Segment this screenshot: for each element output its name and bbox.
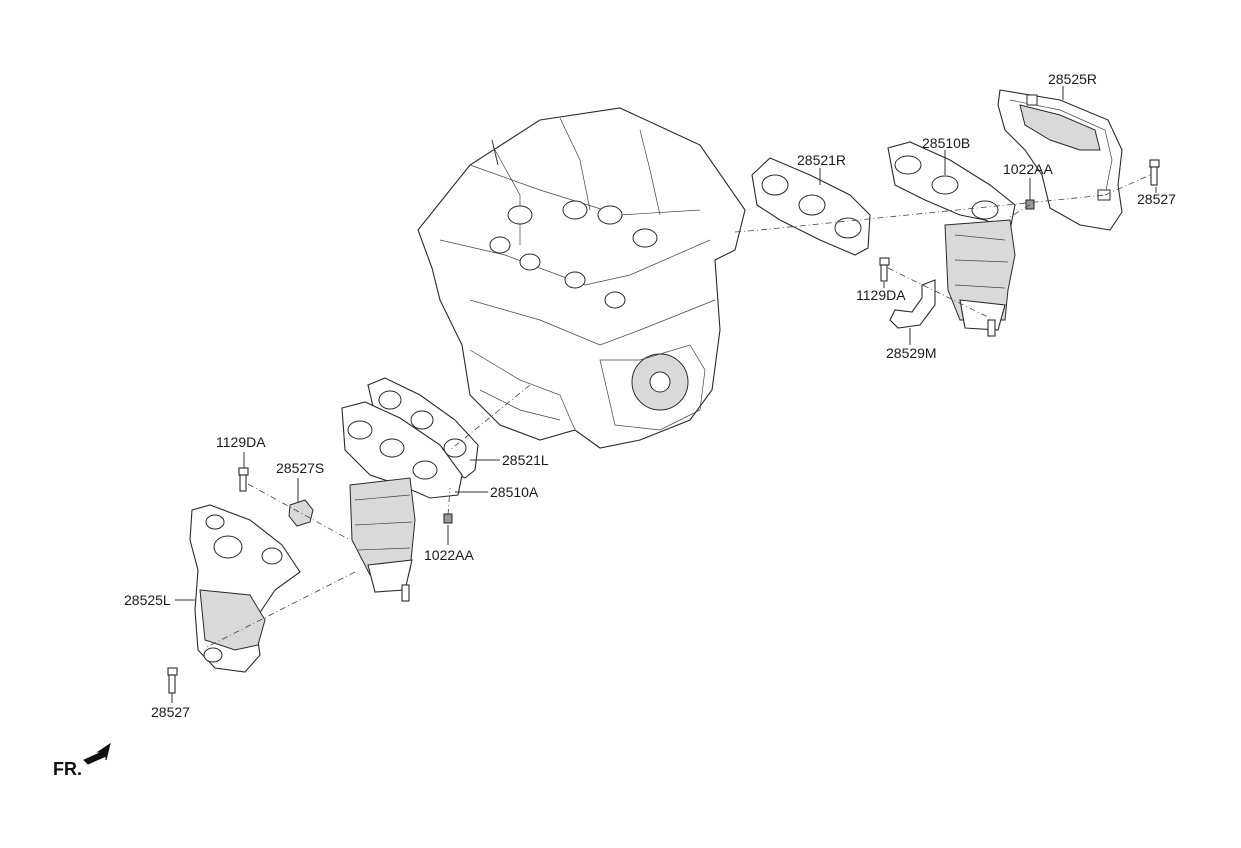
label-28525r: 28525R	[1048, 71, 1097, 87]
gasket-28521l	[367, 377, 479, 479]
label-28510b: 28510B	[922, 135, 970, 151]
bracket-28529m	[889, 279, 936, 329]
heat-shield-28525r	[997, 89, 1123, 231]
label-28527-right: 28527	[1137, 191, 1176, 207]
bolt-28527-left	[167, 667, 178, 694]
nut-1022aa-left	[443, 513, 453, 524]
manifold-28510b	[887, 141, 1016, 337]
bolt-1129da-right	[879, 257, 890, 282]
label-28521l: 28521L	[502, 452, 549, 468]
bolt-28527-right	[1149, 159, 1160, 186]
label-28510a: 28510A	[490, 484, 539, 500]
label-1129da-left: 1129DA	[216, 434, 266, 450]
gasket-28521r	[751, 157, 871, 256]
label-28527s: 28527S	[276, 460, 324, 476]
engine-block	[417, 107, 746, 449]
heat-protector-28527s	[288, 499, 314, 527]
label-28527-left: 28527	[151, 704, 190, 720]
front-arrow-icon	[83, 742, 111, 765]
label-28525l: 28525L	[124, 592, 171, 608]
label-1022aa-right: 1022AA	[1003, 161, 1053, 177]
leader-lines	[171, 86, 1157, 703]
bolt-1129da-left	[238, 467, 249, 492]
manifold-28510a	[341, 401, 463, 602]
nut-1022aa-right	[1025, 199, 1035, 210]
front-indicator-label: FR.	[53, 759, 82, 779]
label-1022aa-left: 1022AA	[424, 547, 474, 563]
label-1129da-right: 1129DA	[856, 287, 906, 303]
label-28529m: 28529M	[886, 345, 937, 361]
front-indicator: FR.	[53, 742, 111, 779]
label-28521r: 28521R	[797, 152, 846, 168]
assembly-lines	[204, 174, 1151, 649]
heat-shield-28525l	[189, 504, 301, 673]
